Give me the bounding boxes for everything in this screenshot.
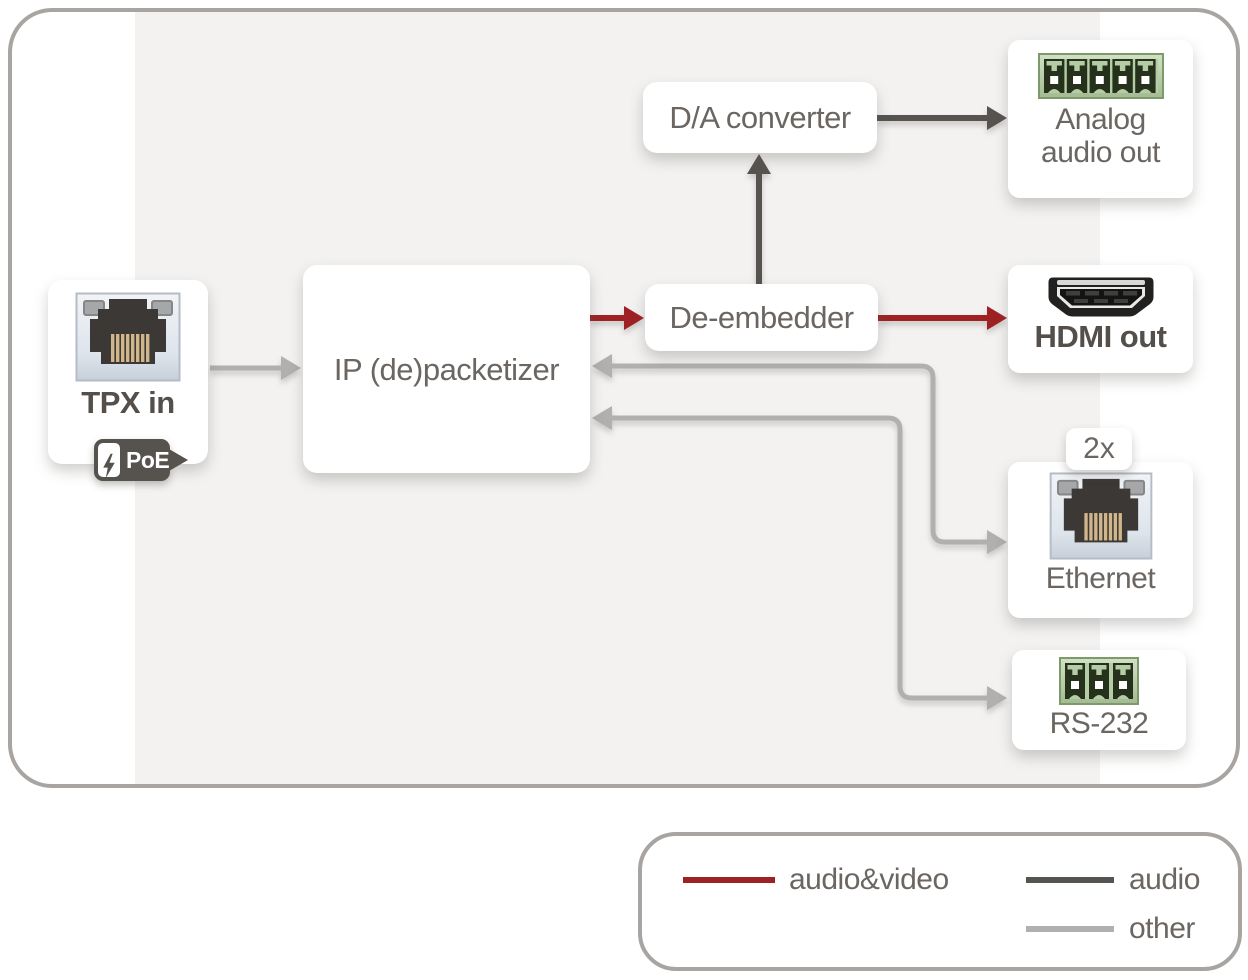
poe-badge: PoE: [94, 439, 188, 481]
legend-swatch-audio: [1026, 877, 1114, 883]
legend-swatch-other: [1026, 926, 1114, 932]
analog-audio-out-label: Analog audio out: [1041, 103, 1160, 169]
lightning-icon: [98, 443, 120, 479]
port-card-rs232: RS-232: [1012, 650, 1186, 750]
terminal-3pin-icon: [1059, 657, 1139, 705]
tpx-in-label: TPX in: [81, 385, 175, 420]
rj45-icon: [1049, 472, 1152, 560]
analog-label-line2: audio out: [1041, 136, 1160, 169]
legend-label-other: other: [1129, 912, 1195, 945]
rj45-icon: [75, 292, 181, 382]
block-da-converter: D/A converter: [643, 82, 877, 153]
ethernet-label: Ethernet: [1045, 562, 1156, 595]
port-card-ethernet: Ethernet: [1008, 462, 1193, 618]
legend-label-audio: audio: [1129, 863, 1200, 896]
legend-label-audio-video: audio&video: [789, 863, 949, 896]
legend-swatch-audio-video: [683, 877, 775, 883]
port-card-tpx-in: TPX in PoE: [48, 280, 208, 481]
ethernet-count-badge: 2x: [1066, 428, 1132, 470]
hdmi-icon: [1048, 277, 1153, 317]
port-card-hdmi-out: HDMI out: [1008, 265, 1193, 373]
analog-label-line1: Analog: [1055, 103, 1146, 136]
poe-badge-pointer: [169, 449, 188, 471]
port-card-analog-audio-out: Analog audio out: [1008, 40, 1193, 198]
terminal-5pin-icon: [1037, 53, 1164, 99]
block-ip-depacketizer: IP (de)packetizer: [303, 265, 590, 473]
poe-badge-label: PoE: [126, 446, 170, 473]
block-de-embedder: De-embedder: [645, 284, 878, 351]
device-body: [135, 12, 1100, 784]
rs232-label: RS-232: [1049, 707, 1149, 740]
ip-depacketizer-label: IP (de)packetizer: [333, 351, 560, 387]
de-embedder-label: De-embedder: [669, 300, 854, 335]
legend: audio&video audio other: [638, 832, 1242, 971]
hdmi-out-label: HDMI out: [1034, 319, 1167, 354]
da-converter-label: D/A converter: [669, 100, 851, 135]
